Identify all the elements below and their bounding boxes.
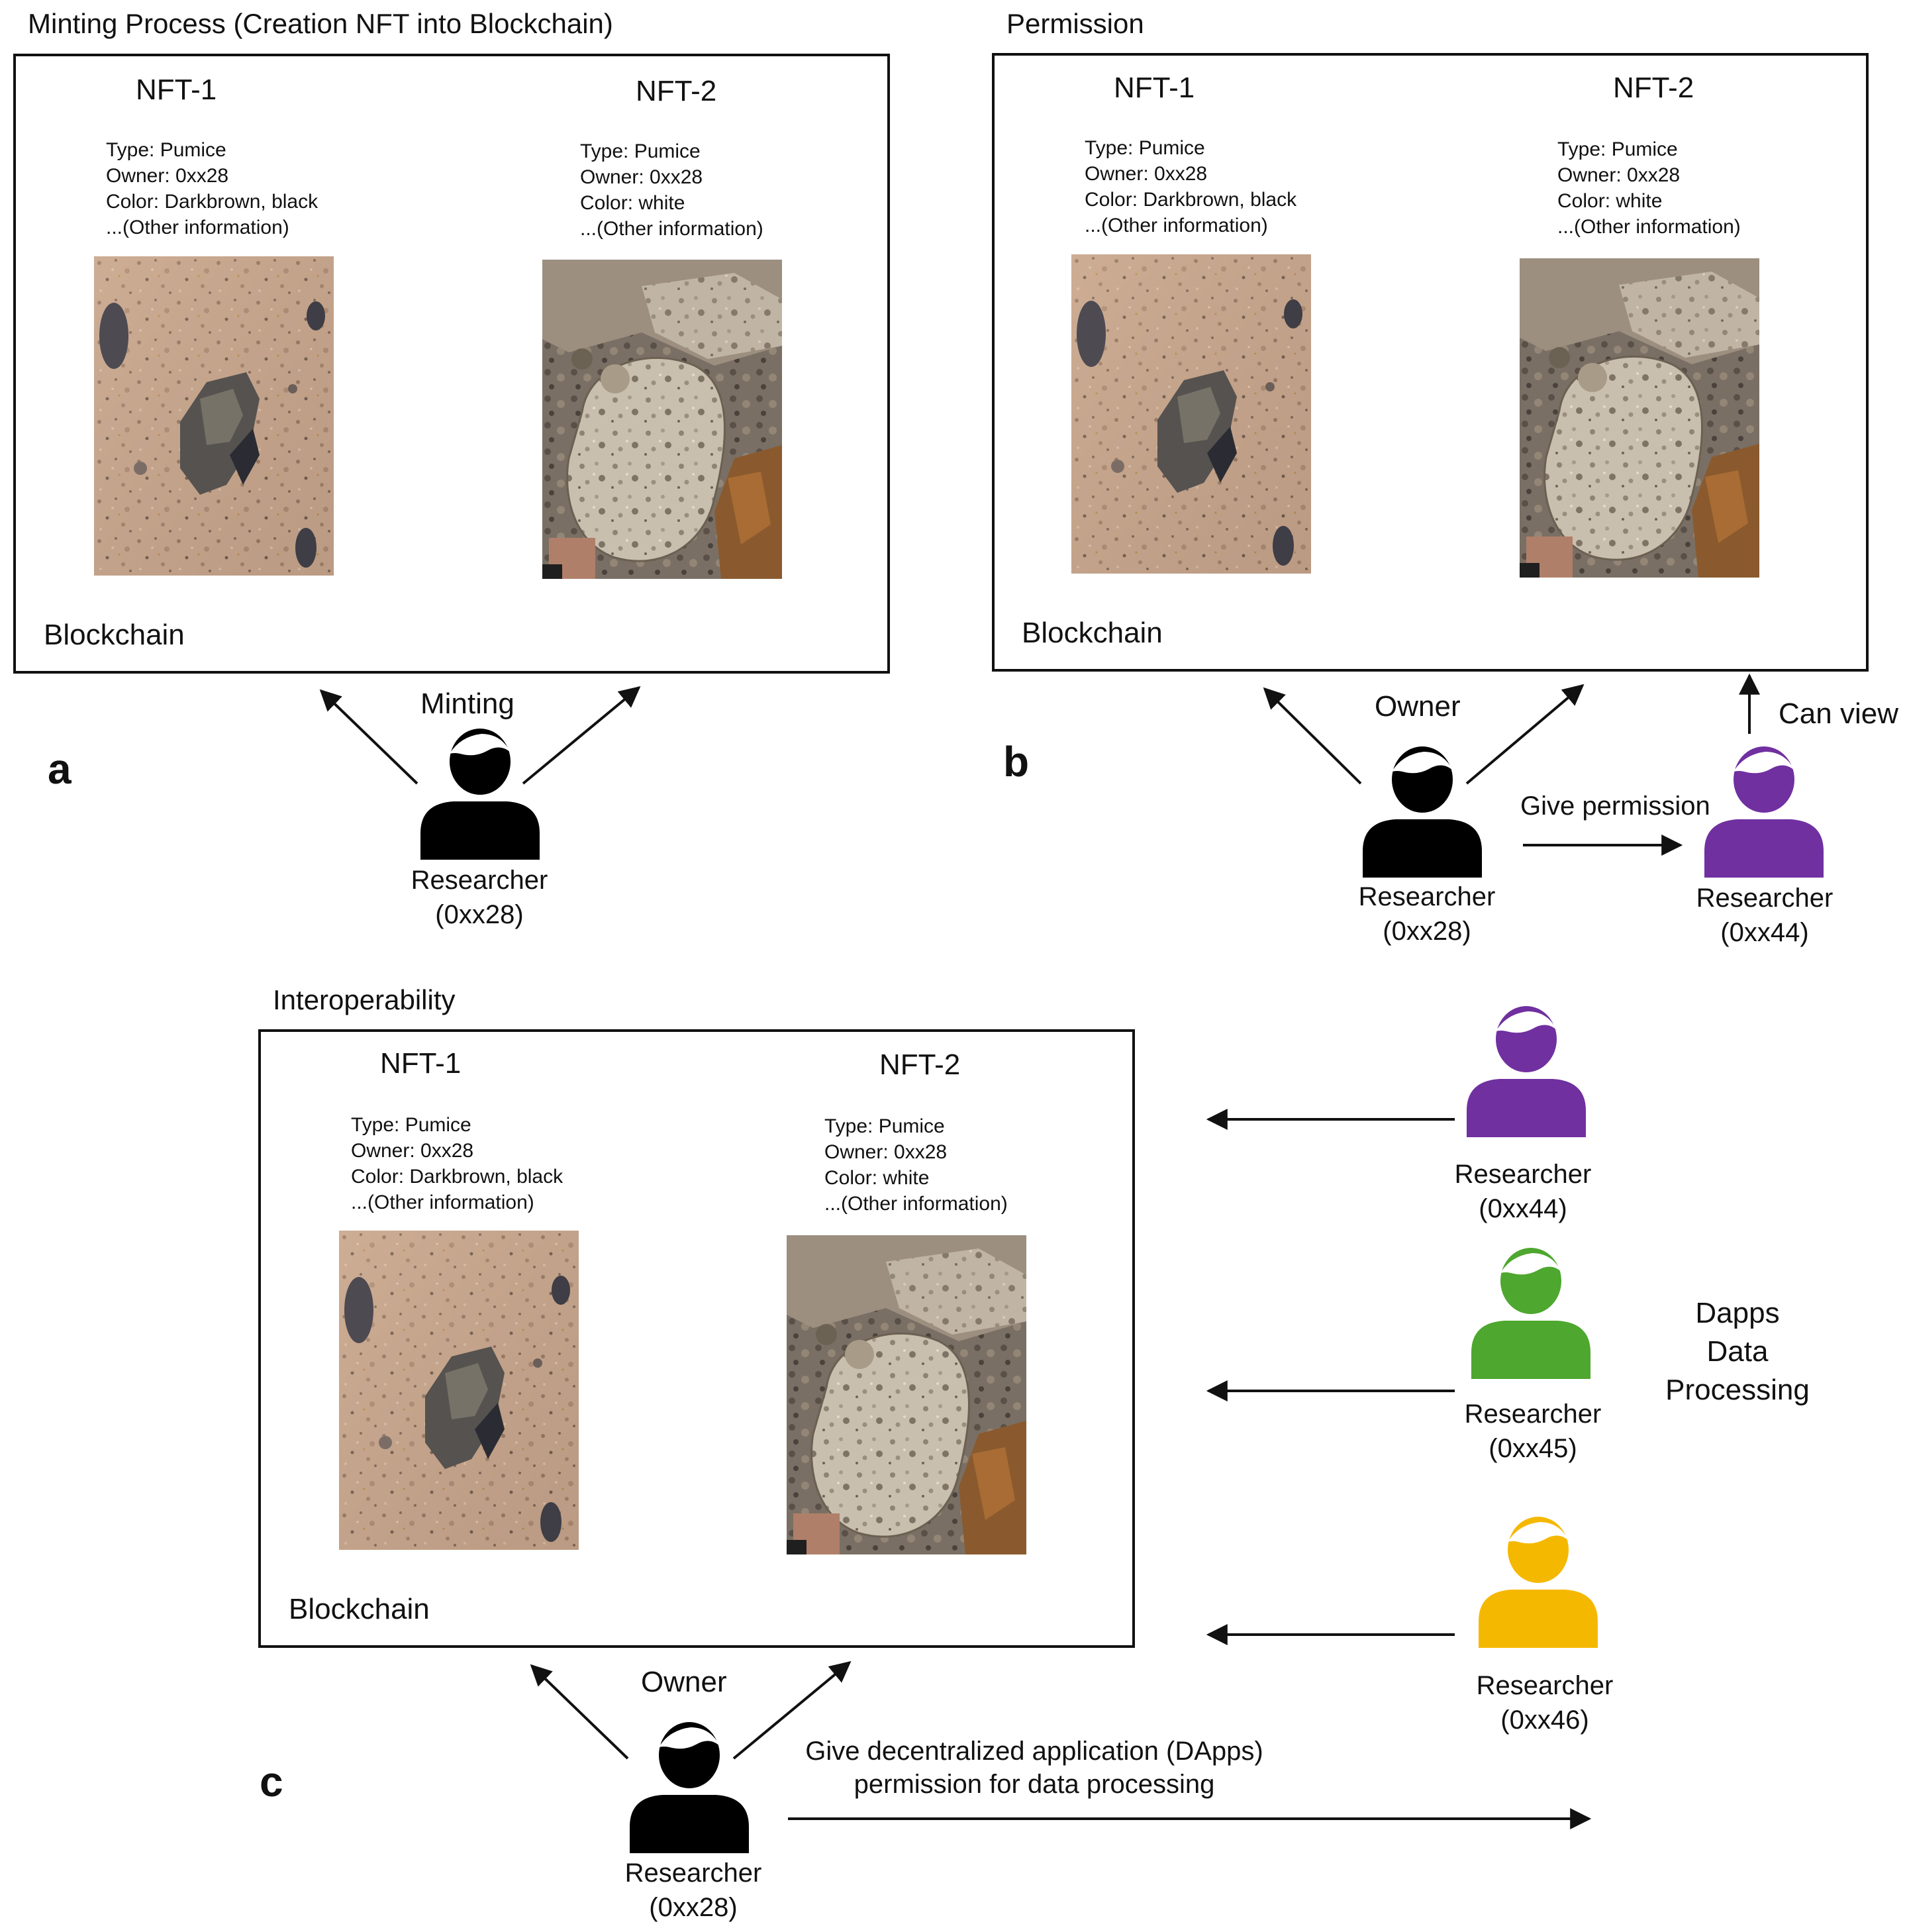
owner-person-icon — [630, 1722, 749, 1853]
pumice-photo-1 — [1071, 254, 1311, 574]
nft-color: Color: Darkbrown, black — [106, 191, 318, 213]
researcher-0xx46: Researcher (0xx46) — [1206, 1517, 1614, 1735]
panel-c-owner-role: Researcher — [625, 1858, 762, 1888]
panel-b-blockchain-label: Blockchain — [1022, 617, 1163, 649]
permission-label: Give permission — [1520, 791, 1710, 821]
arrow-owner-left — [1263, 687, 1362, 785]
arrow-owner-right — [1465, 684, 1585, 785]
pumice-photo-2 — [785, 1234, 1028, 1556]
nft-color: Color: white — [824, 1167, 929, 1189]
nft-title: NFT-1 — [1114, 72, 1195, 104]
panel-b-nft-1: NFT-1 Type: Pumice Owner: 0xx28 Color: D… — [1071, 72, 1311, 574]
panel-b-owner-address: (0xx28) — [1383, 917, 1471, 946]
dapps-label-line-1: Dapps — [1695, 1297, 1779, 1329]
panel-a-researcher-role: Researcher — [411, 866, 548, 895]
nft-color: Color: white — [580, 192, 685, 214]
nft-title: NFT-2 — [1613, 72, 1694, 104]
nft-other: ...(Other information) — [351, 1192, 534, 1213]
researcher-address: (0xx44) — [1479, 1194, 1567, 1223]
pumice-photo-1 — [339, 1231, 579, 1550]
nft-owner: Owner: 0xx28 — [824, 1141, 947, 1163]
nft-type: Type: Pumice — [824, 1115, 945, 1137]
panel-c-nft-1: NFT-1 Type: Pumice Owner: 0xx28 Color: D… — [339, 1047, 579, 1550]
panel-a: Minting Process (Creation NFT into Block… — [13, 8, 890, 929]
nft-title: NFT-2 — [636, 75, 716, 107]
dapps-label-line-2: Data — [1707, 1335, 1769, 1368]
nft-color: Color: Darkbrown, black — [351, 1166, 563, 1188]
can-view-label: Can view — [1779, 697, 1898, 730]
nft-other: ...(Other information) — [824, 1193, 1008, 1215]
panel-b-grantee-role: Researcher — [1696, 884, 1834, 913]
researcher-role: Researcher — [1455, 1160, 1592, 1189]
researcher-address: (0xx45) — [1489, 1434, 1577, 1463]
nft-type: Type: Pumice — [1085, 137, 1205, 159]
panel-c-owner-label: Owner — [641, 1666, 727, 1698]
nft-other: ...(Other information) — [580, 218, 763, 240]
panel-c: Interoperability Blockchain NFT-1 Type: … — [258, 984, 1810, 1922]
panel-a-minting-label: Minting — [420, 687, 514, 720]
panel-b-owner-role: Researcher — [1359, 882, 1496, 911]
panel-b-grantee-address: (0xx44) — [1720, 918, 1808, 947]
dapp-permission-line-2: permission for data processing — [854, 1770, 1215, 1799]
person-icon — [1471, 1248, 1590, 1379]
panel-a-heading: Minting Process (Creation NFT into Block… — [28, 8, 613, 39]
arrow-owner-right — [732, 1660, 852, 1760]
arrow-owner-left — [530, 1664, 629, 1760]
nft-other: ...(Other information) — [1557, 216, 1741, 238]
panel-a-researcher-address: (0xx28) — [435, 900, 523, 929]
panel-b-blockchain-box — [992, 53, 1869, 672]
panel-a-nft-2: NFT-2 Type: Pumice Owner: 0xx28 Color: w… — [541, 75, 783, 580]
nft-other: ...(Other information) — [106, 217, 289, 238]
panel-a-blockchain-box — [13, 54, 890, 674]
nft-type: Type: Pumice — [580, 140, 701, 162]
nft-color: Color: Darkbrown, black — [1085, 189, 1297, 211]
panel-a-letter: a — [48, 745, 72, 793]
panel-c-heading: Interoperability — [273, 984, 455, 1015]
panel-c-blockchain-label: Blockchain — [289, 1593, 430, 1625]
person-icon — [420, 729, 540, 860]
grantee-person-icon — [1704, 746, 1824, 878]
researcher-address: (0xx46) — [1500, 1705, 1589, 1735]
nft-other: ...(Other information) — [1085, 215, 1268, 236]
nft-title: NFT-2 — [879, 1048, 960, 1081]
dapp-permission-line-1: Give decentralized application (DApps) — [805, 1737, 1263, 1766]
nft-owner: Owner: 0xx28 — [106, 165, 228, 187]
researcher-0xx45: Researcher (0xx45) — [1206, 1248, 1602, 1463]
person-icon — [1479, 1517, 1598, 1648]
researcher-role: Researcher — [1477, 1671, 1614, 1700]
panel-b-owner-label: Owner — [1375, 690, 1461, 723]
pumice-photo-2 — [541, 258, 783, 580]
pumice-photo-1 — [94, 256, 334, 576]
arrow-mint-left — [319, 689, 418, 785]
nft-title: NFT-1 — [380, 1047, 461, 1080]
panel-b: Permission Blockchain NFT-1 Type: Pumice… — [992, 8, 1898, 947]
nft-title: NFT-1 — [136, 74, 217, 106]
nft-owner: Owner: 0xx28 — [580, 166, 703, 188]
panel-c-owner-address: (0xx28) — [649, 1893, 737, 1922]
pumice-photo-2 — [1518, 257, 1761, 579]
nft-color: Color: white — [1557, 190, 1662, 212]
nft-owner: Owner: 0xx28 — [351, 1140, 473, 1162]
person-icon — [1467, 1006, 1586, 1137]
nft-owner: Owner: 0xx28 — [1085, 163, 1207, 185]
panel-b-letter: b — [1003, 738, 1029, 786]
owner-person-icon — [1363, 746, 1482, 878]
arrow-mint-right — [522, 686, 641, 785]
nft-owner: Owner: 0xx28 — [1557, 164, 1680, 186]
dapps-label-line-3: Processing — [1665, 1374, 1810, 1406]
researcher-role: Researcher — [1465, 1399, 1602, 1429]
nft-type: Type: Pumice — [1557, 138, 1678, 160]
panel-a-nft-1: NFT-1 Type: Pumice Owner: 0xx28 Color: D… — [94, 74, 334, 576]
panel-c-letter: c — [260, 1758, 283, 1805]
panel-c-nft-2: NFT-2 Type: Pumice Owner: 0xx28 Color: w… — [785, 1048, 1028, 1556]
panel-a-blockchain-label: Blockchain — [44, 619, 185, 651]
panel-c-blockchain-box — [258, 1029, 1135, 1648]
nft-type: Type: Pumice — [351, 1114, 471, 1136]
panel-b-heading: Permission — [1006, 8, 1144, 39]
researcher-0xx44: Researcher (0xx44) — [1206, 1006, 1592, 1223]
nft-type: Type: Pumice — [106, 139, 226, 161]
panel-b-nft-2: NFT-2 Type: Pumice Owner: 0xx28 Color: w… — [1518, 72, 1761, 579]
